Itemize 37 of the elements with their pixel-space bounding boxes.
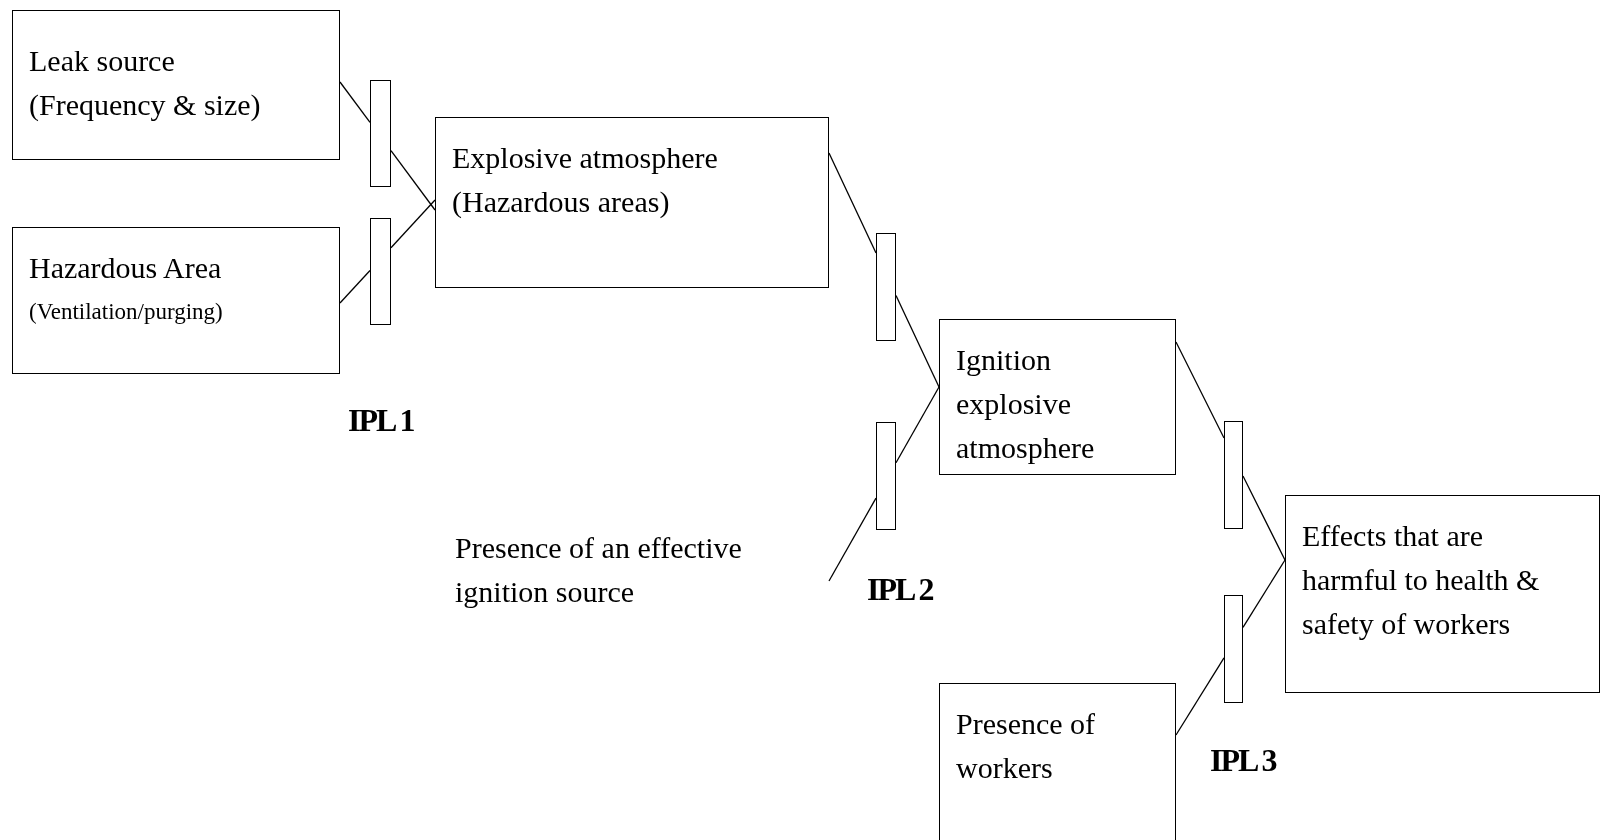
barrier-bar [1224, 421, 1243, 529]
process-box [12, 10, 340, 160]
connector-line [828, 152, 877, 254]
process-box [1285, 495, 1600, 693]
node-text: Presence of an effective ignition source [455, 526, 795, 616]
connector-line [828, 497, 877, 582]
connector-line [1242, 475, 1286, 561]
barrier-bar [1224, 595, 1243, 703]
connector-line [339, 269, 371, 304]
ipl-label: IPL 1 [348, 402, 414, 439]
box-title: Hazardous Area [29, 250, 223, 286]
barrier-bar [370, 218, 391, 325]
box-title: Leak source [29, 43, 176, 79]
connector-line [1175, 657, 1225, 736]
connector-line [390, 199, 436, 249]
connector-line [895, 294, 940, 388]
process-box [939, 683, 1176, 840]
process-box [12, 227, 340, 374]
box-subtitle: (Hazardous areas) [452, 184, 671, 220]
barrier-bar [370, 80, 391, 187]
barrier-bar [876, 422, 896, 530]
box-title: Ignition explosive atmosphere [956, 342, 1096, 466]
connector-line [1175, 341, 1225, 439]
process-box [939, 319, 1176, 475]
box-subtitle: (Ventilation/purging) [29, 298, 224, 326]
box-title: Explosive atmosphere [452, 140, 719, 176]
connector-line [390, 150, 436, 211]
process-box [435, 117, 829, 288]
box-title: Effects that are harmful to health & safety of workers [1302, 518, 1541, 642]
barrier-bar [876, 233, 896, 341]
box-subtitle: (Frequency & size) [29, 87, 262, 123]
ipl-label: IPL 3 [1210, 742, 1276, 779]
connector-line [1242, 559, 1286, 629]
connector-line [339, 81, 371, 124]
ipl-label: IPL 2 [867, 571, 933, 608]
connector-line [895, 386, 940, 464]
box-title: Presence of workers [956, 706, 1097, 786]
